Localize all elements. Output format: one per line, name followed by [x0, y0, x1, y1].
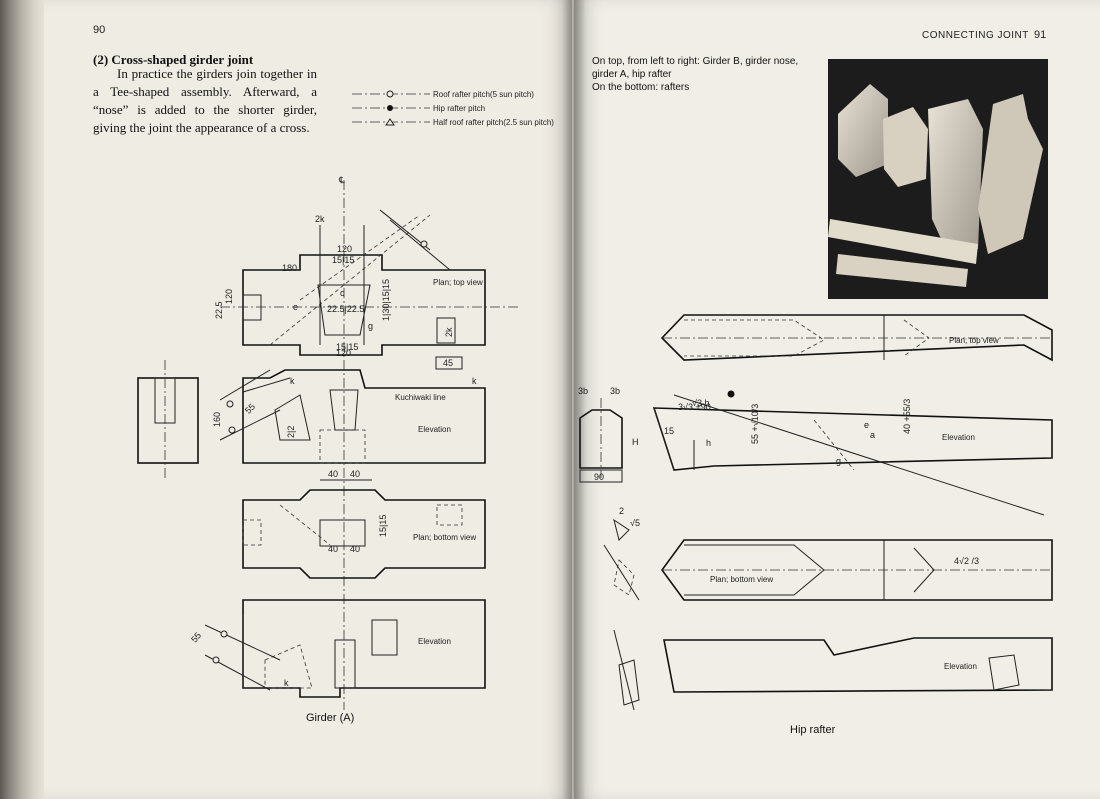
pitch-legend: Roof rafter pitch(5 sun pitch) Hip rafte… [352, 87, 554, 129]
left-page [44, 0, 572, 799]
svg-text:c: c [340, 288, 345, 298]
joint-photo [828, 59, 1048, 299]
legend-item-roof-rafter: Roof rafter pitch(5 sun pitch) [352, 87, 554, 101]
hip-elevation-view-2: Elevation [613, 629, 1053, 711]
plan-top-view: Plan; top view 2k 120 15|15 180 22.5|22.… [214, 209, 486, 358]
svg-text:a: a [870, 430, 875, 440]
svg-text:k: k [284, 678, 289, 688]
svg-text:2: 2 [619, 506, 624, 516]
hip-cross-section: 3b 3b 90 H [578, 386, 639, 483]
filled-circle-line-icon [352, 105, 430, 111]
hip-plan-bottom-view: Plan; bottom view 4√2 /3 [661, 539, 1053, 601]
svg-text:40: 40 [328, 544, 338, 554]
svg-text:55: 55 [243, 402, 257, 416]
svg-text:45: 45 [443, 358, 453, 368]
svg-text:3b: 3b [578, 386, 588, 396]
svg-text:55: 55 [189, 630, 203, 644]
elevation-label: Elevation [418, 425, 451, 434]
girder-a-drawing: ℄ Plan; top view 2k 120 15|15 180 22.5|2… [137, 175, 520, 710]
hip-small-detail: 2 √5 [603, 506, 640, 601]
svg-text:22.5: 22.5 [214, 301, 224, 319]
svg-text:40: 40 [350, 544, 360, 554]
right-page-number: 91 [1034, 29, 1047, 41]
svg-text:15|15: 15|15 [336, 342, 358, 352]
plan-top-label: Plan; top view [433, 278, 483, 287]
svg-text:k: k [290, 376, 295, 386]
svg-text:4√2 /3: 4√2 /3 [954, 556, 979, 566]
svg-text:22.5|22.5: 22.5|22.5 [327, 304, 364, 314]
svg-text:15|15: 15|15 [332, 255, 354, 265]
plan-bottom-view: Plan; bottom view 40 40 15|15 [242, 489, 486, 579]
hip-elevation-label-2: Elevation [944, 662, 977, 671]
plan-bottom-label: Plan; bottom view [413, 533, 476, 542]
svg-text:2|2: 2|2 [286, 426, 296, 438]
body-paragraph: In practice the girders join together in… [93, 66, 317, 135]
svg-text:3√3 +90: 3√3 +90 [678, 402, 711, 412]
svg-text:h: h [706, 438, 711, 448]
hip-rafter-caption: Hip rafter [790, 724, 836, 736]
svg-text:g: g [368, 321, 373, 331]
svg-text:g: g [836, 456, 841, 466]
svg-text:e: e [293, 302, 298, 312]
svg-text:40 +55/3: 40 +55/3 [902, 399, 912, 434]
left-page-number: 90 [93, 24, 106, 36]
svg-text:55 +√10/3: 55 +√10/3 [750, 404, 760, 444]
svg-text:√5: √5 [630, 518, 640, 528]
svg-text:40: 40 [328, 469, 338, 479]
svg-text:40: 40 [350, 469, 360, 479]
kuchiwaki-label: Kuchiwaki line [395, 393, 446, 402]
legend-item-hip-rafter: Hip rafter pitch [352, 101, 554, 115]
hip-elevation-label: Elevation [942, 433, 975, 442]
svg-text:H: H [632, 437, 639, 447]
svg-text:120: 120 [224, 289, 234, 304]
book-gutter [562, 0, 586, 799]
svg-text:3b: 3b [610, 386, 620, 396]
centerline-symbol: ℄ [338, 175, 345, 185]
hip-plan-top-label: Plan; top view [949, 336, 999, 345]
svg-text:1|30|15|15: 1|30|15|15 [381, 279, 391, 321]
hip-plan-bottom-label: Plan; bottom view [710, 575, 773, 584]
svg-text:120: 120 [337, 244, 352, 254]
open-circle-line-icon [352, 90, 430, 98]
svg-text:180: 180 [282, 263, 297, 273]
elevation-view: Kuchiwaki line Elevation 160 55 k 2|2 k [137, 360, 486, 478]
hip-rafter-drawing: Plan; top view 3b 3b 90 H 3√3 +90 √3 h 1… [578, 314, 1053, 711]
wood-joints-image [828, 59, 1048, 299]
svg-text:120: 120 [336, 348, 351, 358]
svg-text:k: k [472, 376, 477, 386]
svg-text:15|15: 15|15 [378, 515, 388, 537]
girder-a-caption: Girder (A) [306, 712, 355, 724]
running-head: CONNECTING JOINT [922, 30, 1029, 41]
hip-plan-top-view: Plan; top view [660, 314, 1053, 362]
elevation-label-2: Elevation [418, 637, 451, 646]
svg-text:15: 15 [664, 426, 674, 436]
svg-text:2k: 2k [444, 327, 454, 337]
svg-text:√3 h: √3 h [692, 398, 709, 408]
legend-item-half-roof-rafter: Half roof rafter pitch(2.5 sun pitch) [352, 115, 554, 129]
hip-elevation-view: 3√3 +90 √3 h 15 55 +√10/3 40 +55/3 Eleva… [652, 390, 1053, 516]
svg-text:90: 90 [594, 472, 604, 482]
svg-text:2k: 2k [315, 214, 325, 224]
section-heading: (2) Cross-shaped girder joint [93, 52, 254, 67]
triangle-line-icon [352, 118, 430, 126]
svg-text:e: e [864, 420, 869, 430]
photo-caption: On top, from left to right: Girder B, gi… [592, 56, 799, 93]
svg-text:160: 160 [212, 412, 222, 427]
elevation-view-2: Elevation 55 k [189, 599, 486, 698]
